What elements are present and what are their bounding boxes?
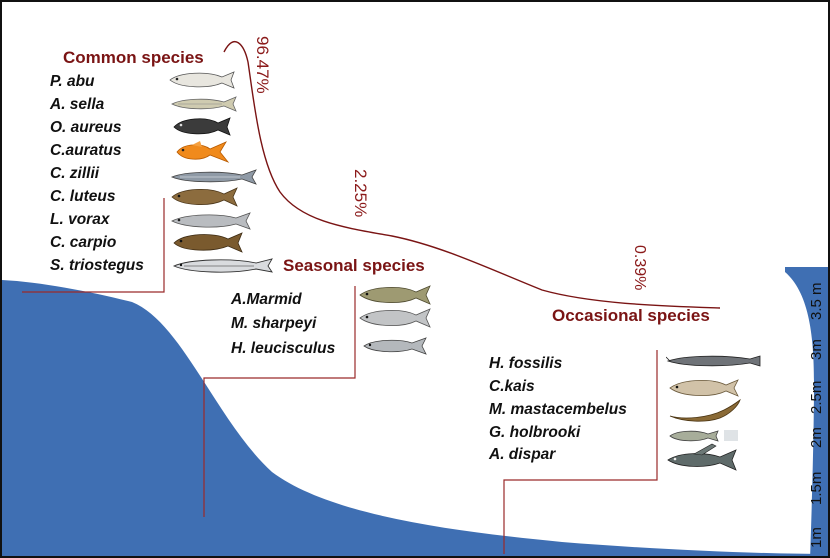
seasonal-species-percent: 2.25% [350, 169, 370, 217]
fish-icon [170, 186, 240, 208]
species-c-carpio: C. carpio [50, 234, 116, 252]
species-g-holbrooki: G. holbrooki [489, 424, 580, 442]
fish-icon [172, 116, 234, 136]
species-a-dispar: A. dispar [489, 446, 555, 464]
species-o-aureus: O. aureus [50, 119, 122, 137]
species-l-vorax: L. vorax [50, 211, 109, 229]
species-a-marmid: A.Marmid [231, 291, 302, 309]
fish-icon [668, 377, 742, 399]
depth-label-3m: 3m [808, 339, 825, 360]
fish-icon [362, 336, 430, 356]
fish-icon [666, 351, 764, 371]
common-species-percent: 96.47% [252, 36, 272, 94]
fish-icon [172, 255, 276, 275]
species-p-abu: P. abu [50, 73, 95, 91]
species-s-triostegus: S. triostegus [50, 257, 144, 275]
species-m-mastacembelus: M. mastacembelus [489, 401, 627, 419]
eel-icon [668, 398, 742, 422]
occasional-species-title: Occasional species [552, 306, 710, 326]
species-h-fossilis: H. fossilis [489, 355, 562, 373]
common-species-title: Common species [63, 48, 204, 68]
species-c-auratus: C.auratus [50, 142, 122, 160]
species-c-zillii: C. zillii [50, 165, 99, 183]
fish-icon [168, 70, 238, 90]
species-h-leucisculus: H. leucisculus [231, 340, 335, 358]
goldfish-icon [174, 140, 232, 164]
depth-label-2m: 2m [808, 427, 825, 448]
fish-icon [358, 284, 434, 306]
fish-icon [170, 95, 240, 113]
depth-label-1m: 1m [808, 527, 825, 548]
fish-icon [358, 307, 434, 329]
fish-icon [666, 442, 742, 474]
species-a-sella: A. sella [50, 96, 104, 114]
species-c-luteus: C. luteus [50, 188, 115, 206]
fish-icon [170, 168, 260, 186]
species-m-sharpeyi: M. sharpeyi [231, 315, 316, 333]
fish-icon [172, 231, 246, 253]
species-c-kais: C.kais [489, 378, 535, 396]
fish-icon [170, 211, 254, 231]
depth-label-2-5m: 2.5m [808, 381, 825, 414]
seasonal-species-title: Seasonal species [283, 256, 425, 276]
depth-label-3-5m: 3.5 m [808, 282, 825, 320]
depth-label-1-5m: 1.5m [808, 472, 825, 505]
occasional-species-percent: 0.39% [630, 245, 648, 290]
